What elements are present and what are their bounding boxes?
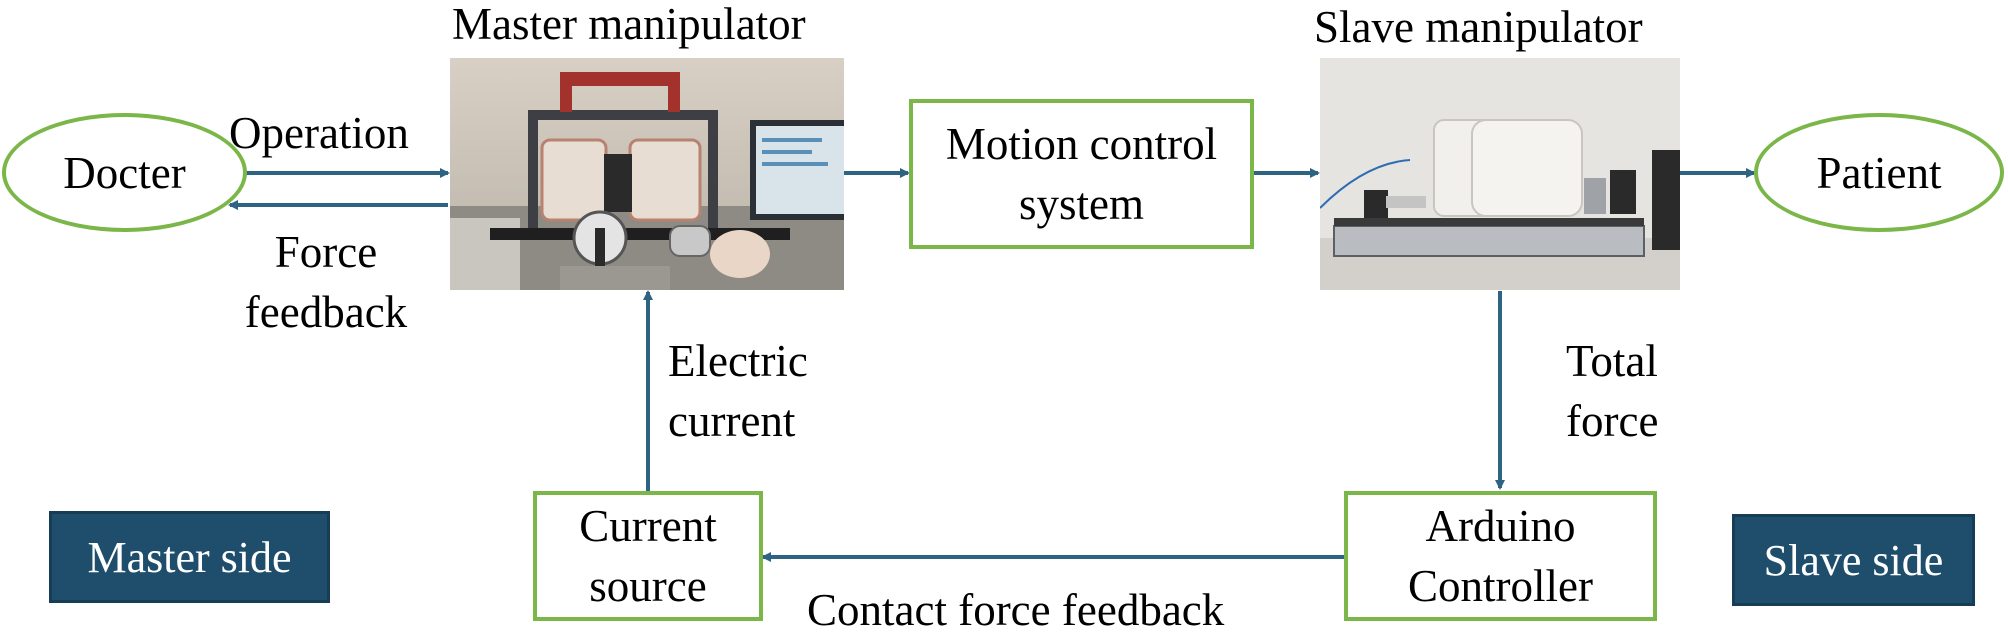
force-feedback-label: Force feedback bbox=[231, 222, 421, 342]
force-feedback-line1: Force bbox=[274, 227, 378, 277]
current-source-line2: source bbox=[589, 561, 707, 611]
current-source-line1: Current bbox=[579, 501, 717, 551]
electric-current-line2: current bbox=[668, 396, 796, 446]
slave-side-label: Slave side bbox=[1763, 535, 1944, 585]
force-feedback-line2: feedback bbox=[244, 287, 408, 337]
arduino-line1: Arduino bbox=[1425, 501, 1576, 551]
master-side-badge: Master side bbox=[49, 511, 330, 603]
total-force-line1: Total bbox=[1566, 336, 1658, 386]
doctor-node: Docter bbox=[2, 113, 247, 232]
master-manipulator-title: Master manipulator bbox=[452, 0, 806, 49]
total-force-line2: force bbox=[1566, 396, 1659, 446]
motion-control-line1: Motion control bbox=[945, 119, 1218, 169]
electric-current-label: Electric current bbox=[668, 331, 808, 451]
operation-label: Operation bbox=[229, 108, 409, 158]
master-manipulator-photo bbox=[450, 58, 844, 290]
slave-side-badge: Slave side bbox=[1732, 514, 1975, 606]
slave-manipulator-title: Slave manipulator bbox=[1314, 2, 1643, 52]
doctor-label: Docter bbox=[63, 147, 186, 198]
master-side-label: Master side bbox=[87, 532, 292, 582]
motion-control-system-box: Motion control system bbox=[909, 99, 1254, 249]
arduino-line2: Controller bbox=[1408, 561, 1593, 611]
patient-node: Patient bbox=[1754, 113, 2004, 232]
electric-current-line1: Electric bbox=[668, 336, 808, 386]
slave-manipulator-photo bbox=[1320, 58, 1680, 290]
current-source-box: Current source bbox=[533, 491, 763, 621]
total-force-label: Total force bbox=[1566, 331, 1658, 451]
arduino-controller-box: Arduino Controller bbox=[1344, 491, 1657, 621]
contact-force-feedback-label: Contact force feedback bbox=[807, 585, 1225, 635]
motion-control-line2: system bbox=[1018, 179, 1144, 229]
patient-label: Patient bbox=[1816, 147, 1942, 198]
